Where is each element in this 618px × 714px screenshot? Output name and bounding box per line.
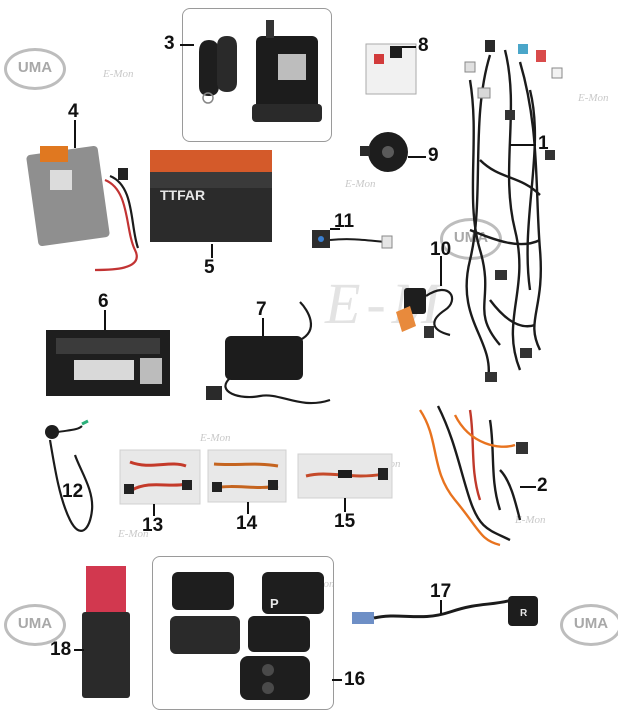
switch-group-frame: [152, 556, 334, 710]
leader-line: [510, 144, 536, 146]
callout-2: 2: [537, 475, 548, 496]
callout-7: 7: [256, 299, 267, 320]
leader-line: [74, 649, 84, 651]
uma-logo: UMA: [4, 604, 66, 646]
battery-cable-14: [207, 449, 287, 503]
controller-box-part: [26, 145, 140, 272]
callout-14: 14: [236, 513, 258, 534]
callout-8: 8: [418, 35, 429, 56]
leader-line: [402, 46, 416, 48]
small-switch-part: [312, 230, 393, 249]
leader-line: [180, 44, 194, 46]
leader-line: [74, 120, 76, 148]
leader-line: [262, 318, 264, 336]
relay-part: [82, 566, 130, 698]
callout-3: 3: [164, 33, 175, 54]
alarm-module-part: [252, 20, 322, 122]
watermark: E-Mon: [118, 528, 149, 540]
callout-17: 17: [430, 581, 452, 602]
watermark: E-Mon: [103, 68, 134, 80]
charger-part: [206, 301, 331, 405]
handlebar-switch-part: P: [170, 572, 324, 700]
battery-cable-13: [119, 449, 201, 505]
svg-text:TTFAR: TTFAR: [160, 187, 205, 203]
leader-line: [330, 228, 340, 230]
uma-logo: UMA: [4, 48, 66, 90]
battery-part: TTFAR: [150, 150, 272, 242]
alarm-remote-part: [199, 36, 237, 104]
leader-line: [408, 156, 426, 158]
callout-5: 5: [204, 257, 215, 278]
watermark: E-Mon: [345, 178, 376, 190]
callout-11: 11: [334, 211, 355, 232]
leader-line: [440, 600, 442, 614]
alarm-group-frame: [182, 8, 332, 142]
callout-9: 9: [428, 145, 439, 166]
leader-line: [520, 486, 536, 488]
callout-10: 10: [430, 239, 452, 260]
watermark: E-Mon: [515, 514, 546, 526]
leader-line: [440, 256, 442, 286]
callout-6: 6: [98, 291, 109, 312]
callout-12: 12: [62, 481, 84, 502]
harness-connectors: [464, 40, 563, 382]
usb-socket-part: [396, 288, 454, 338]
leader-line: [153, 504, 155, 516]
reverse-switch-part: R: [352, 596, 538, 626]
callout-16: 16: [344, 669, 366, 690]
watermark: E-Mon: [200, 432, 231, 444]
battery-cable-15: [297, 453, 393, 499]
leader-line: [332, 679, 342, 681]
uma-logo: UMA: [560, 604, 618, 646]
circuit-breaker-part: [365, 43, 417, 95]
callout-1: 1: [538, 133, 549, 154]
horn-part: [360, 132, 408, 172]
svg-text:R: R: [520, 608, 528, 619]
wiring-harness-part: [465, 49, 542, 381]
callout-15: 15: [334, 511, 356, 532]
leader-line: [211, 244, 213, 258]
sensor-part: [45, 419, 94, 532]
sub-harness-part: [419, 405, 522, 547]
leader-line: [247, 502, 249, 514]
callout-18: 18: [50, 639, 72, 660]
motor-controller-part: [46, 330, 170, 396]
svg-text:P: P: [270, 596, 279, 611]
callout-4: 4: [68, 101, 79, 122]
watermark: E-Mon: [578, 92, 609, 104]
sub-harness-connector: [516, 442, 528, 454]
callout-13: 13: [142, 515, 164, 536]
leader-line: [104, 310, 106, 330]
leader-line: [344, 498, 346, 512]
